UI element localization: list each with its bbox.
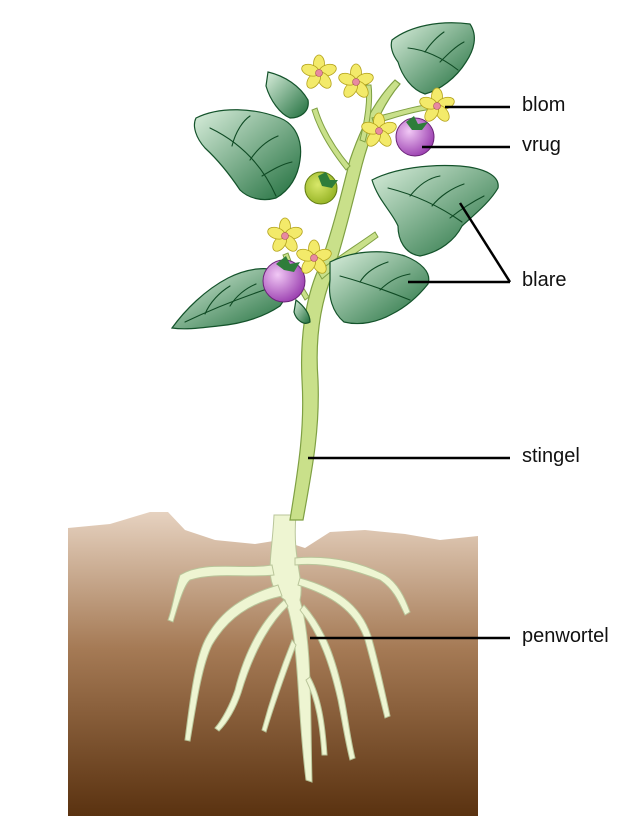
leader-lines	[308, 105, 512, 640]
flower-center	[310, 254, 318, 262]
flower	[296, 239, 332, 274]
flower	[301, 54, 337, 89]
leader-line-leaves	[458, 202, 512, 283]
soil	[68, 512, 478, 816]
label-flower: blom	[522, 94, 566, 116]
label-stem: stingel	[522, 445, 580, 467]
calyx	[406, 116, 428, 130]
flower-center	[315, 69, 323, 77]
lateral-root	[184, 584, 283, 742]
flower-center	[352, 78, 360, 86]
leaf	[265, 71, 309, 119]
leaf	[390, 22, 475, 95]
label-fruit: vrug	[522, 134, 561, 156]
leaf	[328, 251, 430, 325]
lateral-root	[299, 604, 356, 761]
root-system	[167, 514, 411, 783]
lateral-root	[305, 676, 328, 756]
flower	[419, 87, 455, 122]
leaf	[293, 298, 311, 324]
leaf-veins	[184, 31, 485, 323]
branch	[311, 107, 351, 171]
label-leaves: blare	[522, 269, 567, 291]
lateral-root	[214, 599, 289, 732]
lateral-root	[294, 556, 411, 616]
flower	[361, 112, 397, 147]
flower-center	[433, 102, 441, 110]
flower-center	[281, 232, 289, 240]
flowers	[267, 54, 455, 274]
stem	[289, 79, 401, 521]
label-taproot: penwortel	[522, 625, 609, 647]
lateral-root	[261, 639, 297, 733]
fruits	[262, 116, 435, 303]
calyx	[318, 172, 338, 188]
lateral-root	[297, 577, 391, 719]
lateral-root	[167, 564, 275, 623]
calyx	[276, 256, 300, 272]
flower	[338, 63, 374, 98]
flower	[267, 217, 303, 252]
flower-center	[375, 127, 383, 135]
leaf	[371, 164, 499, 257]
